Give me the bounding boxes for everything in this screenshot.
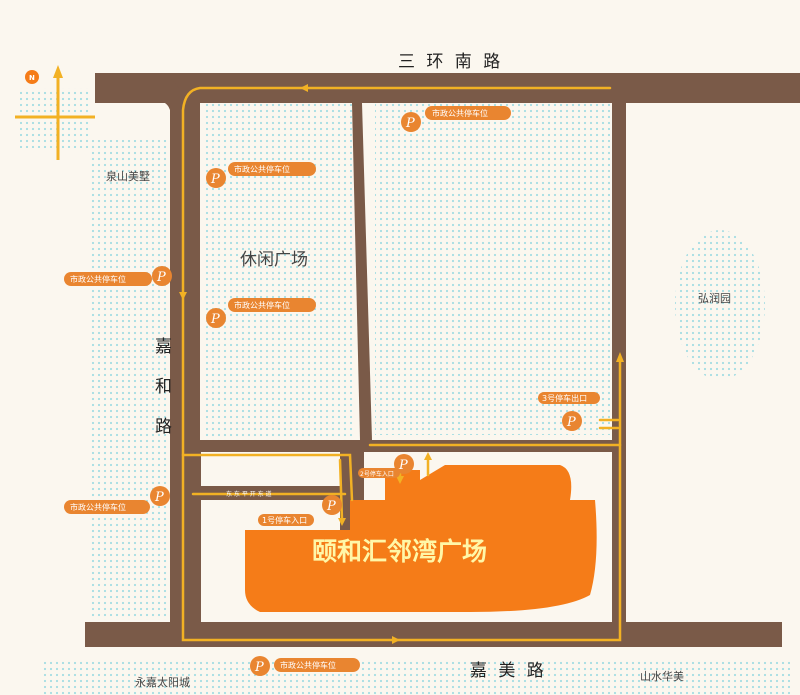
mall-building (245, 465, 597, 612)
road-labels: 三 环 南 路 嘉 美 路 嘉 和 路 东 东 平 开 东 道 (155, 52, 547, 681)
leisure-plaza-label: 休闲广场 (240, 250, 308, 270)
block-south (40, 660, 790, 695)
svg-text:P: P (326, 499, 336, 514)
svg-text:P: P (156, 270, 166, 285)
svg-text:P: P (154, 490, 164, 505)
svg-text:P: P (405, 116, 415, 131)
parking-marker[interactable]: P 市政公共停车位 (64, 486, 170, 514)
inner-lane-label: 东 东 平 开 东 道 (226, 490, 272, 498)
road-label-left-1: 嘉 (155, 337, 175, 357)
compass-arrow-icon (53, 65, 63, 78)
road-bottom (85, 622, 782, 647)
route-arrows (179, 84, 624, 644)
road-label-bottom: 嘉 美 路 (470, 661, 547, 681)
parking-marker[interactable]: P 市政公共停车位 (250, 656, 360, 676)
road-diagonal (352, 103, 372, 440)
area-labels: 泉山美墅 弘润园 永嘉太阳城 山水华美 休闲广场 颐和汇邻湾广场 (106, 169, 731, 689)
parking-marker[interactable]: P 市政公共停车位 (206, 298, 316, 328)
area-shanshui: 山水华美 (640, 669, 684, 683)
parking-icon (562, 411, 582, 431)
block-quanshan (90, 140, 170, 620)
north-badge (25, 70, 39, 84)
parking-icon (206, 168, 226, 188)
parking-icon (322, 495, 342, 515)
parking-label: 市政公共停车位 (70, 502, 126, 512)
road-inner-left (185, 452, 201, 632)
parking-exit-3[interactable]: 3号停车出口 P (538, 392, 600, 431)
svg-text:P: P (210, 312, 220, 327)
parking-label: 市政公共停车位 (70, 274, 126, 284)
parking-entry-2[interactable]: 2号停车入口 P (358, 454, 414, 478)
parking-label: 市政公共停车位 (234, 300, 290, 310)
parking-icon (401, 112, 421, 132)
parking-exit-3-label: 3号停车出口 (542, 393, 587, 403)
parking-label: 市政公共停车位 (280, 660, 336, 670)
svg-text:P: P (210, 172, 220, 187)
road-label-left-2: 和 (155, 377, 175, 397)
area-quanshan: 泉山美墅 (106, 169, 150, 183)
parking-label: 市政公共停车位 (234, 164, 290, 174)
parking-icon (150, 486, 170, 506)
road-label-top: 三 环 南 路 (398, 52, 503, 72)
mall-label: 颐和汇邻湾广场 (312, 537, 487, 566)
parking-label: 市政公共停车位 (432, 108, 488, 118)
parking-entry-2-label: 2号停车入口 (360, 470, 394, 478)
parking-marker[interactable]: P 市政公共停车位 (206, 162, 316, 188)
parking-icon (250, 656, 270, 676)
parking-icon (206, 308, 226, 328)
dotted-blocks (20, 88, 790, 695)
road-label-left-3: 路 (155, 417, 175, 437)
parking-marker[interactable]: 市政公共停车位 P (64, 266, 172, 286)
area-yongjia: 永嘉太阳城 (135, 675, 190, 689)
north-label: N (29, 74, 35, 82)
block-hongrun (675, 230, 765, 380)
area-hongrun: 弘润园 (698, 291, 731, 305)
parking-icon (394, 454, 414, 474)
route-lines (181, 86, 622, 642)
block-leisure-plaza (205, 100, 355, 440)
parking-entry-1[interactable]: P 1号停车入口 (258, 495, 342, 526)
svg-text:P: P (398, 458, 408, 473)
parking-marker[interactable]: P 市政公共停车位 (401, 106, 511, 132)
compass: N (15, 65, 95, 160)
parking-icon (152, 266, 172, 286)
block-center (375, 100, 610, 435)
svg-text:P: P (254, 660, 264, 675)
svg-text:P: P (566, 415, 576, 430)
parking-entry-1-label: 1号停车入口 (262, 515, 307, 525)
